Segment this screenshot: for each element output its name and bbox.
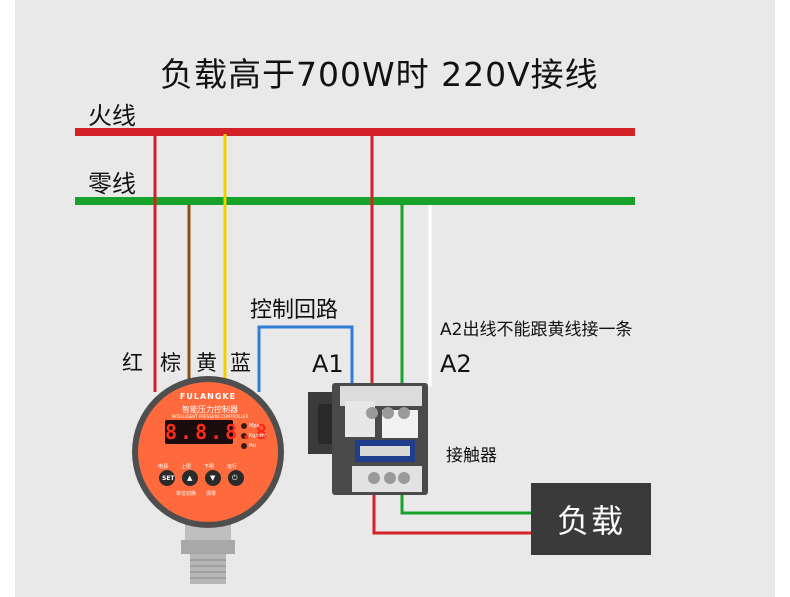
blue-control-wire: [257, 325, 354, 403]
set-key: [159, 470, 175, 486]
controller-brand: FULANGKE: [179, 392, 237, 401]
a2-white-wire: [412, 205, 432, 402]
wire-label-red: 红: [122, 351, 143, 375]
controller-subtitle: INTELLIGENT PRESSURE CONTROLLER: [171, 414, 249, 419]
up-key: [182, 470, 198, 486]
unit-mpa: Mpa: [249, 423, 260, 429]
key-label-run: 运行: [227, 464, 238, 470]
fire-line-label: 火线: [88, 102, 136, 130]
load-red-wire: [372, 488, 532, 535]
terminal-a2-label: A2: [440, 350, 472, 378]
control-loop-label: 控制回路: [250, 298, 339, 323]
load-box: 负载: [531, 483, 651, 555]
key-label-lower: 下限: [204, 464, 215, 470]
contactor-device: [308, 383, 428, 495]
fire-line: [75, 128, 635, 136]
pressure-controller: [132, 376, 284, 584]
controller-model: 智能压力控制器: [182, 405, 238, 414]
contactor-label: 接触器: [446, 446, 497, 466]
set-key-label: SET: [162, 475, 175, 482]
unit-switch-label: 单位切换: [176, 491, 197, 497]
neutral-line: [75, 197, 635, 205]
down-arrow-icon: ▼: [210, 474, 216, 482]
reset-label: 清零: [206, 491, 217, 497]
wire-label-yellow: 黄: [196, 351, 217, 375]
controller-display: 8.8.8.8: [165, 420, 271, 444]
wire-label-brown: 棕: [160, 351, 181, 375]
key-label-power: 电源: [158, 464, 169, 470]
unit-kgcm2: Kg/cm²: [249, 433, 267, 439]
power-key: [228, 470, 244, 486]
unit-psi: Psi: [249, 443, 256, 449]
wire-label-blue: 蓝: [230, 351, 251, 375]
key-label-upper: 上限: [181, 464, 192, 470]
up-arrow-icon: ▲: [187, 474, 193, 482]
load-green-wire: [400, 488, 532, 515]
power-icon: ⏻: [232, 474, 238, 482]
down-key: [205, 470, 221, 486]
a2-warning-note: A2出线不能跟黄线接一条: [440, 320, 633, 340]
diagram-title: 负载高于700W时 220V接线: [160, 55, 599, 94]
terminal-a1-label: A1: [312, 350, 344, 378]
neutral-line-label: 零线: [88, 170, 136, 198]
